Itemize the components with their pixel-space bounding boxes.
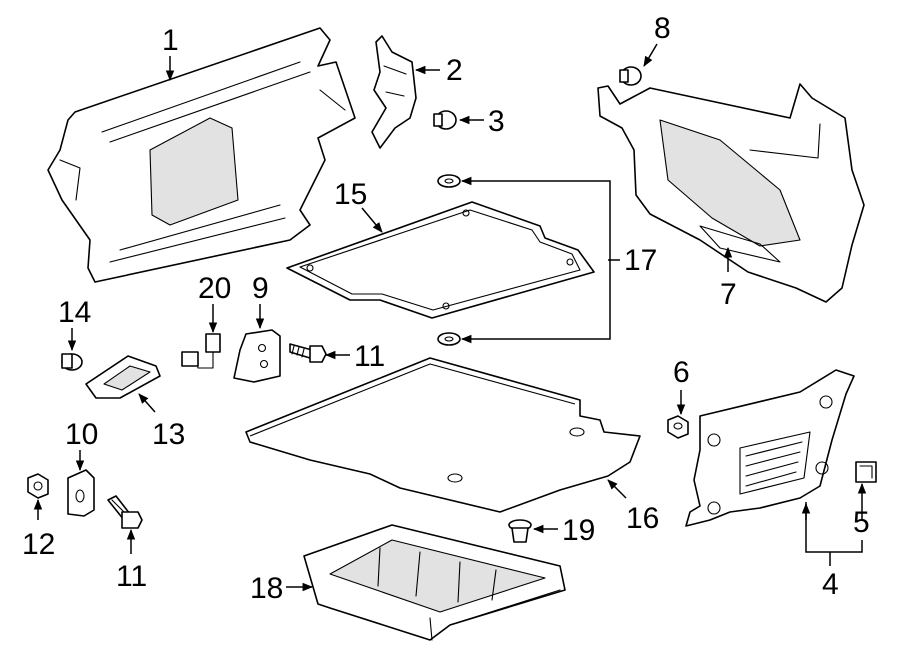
part-14-bulb <box>61 353 83 371</box>
leader-17-upper <box>460 176 611 260</box>
part-1-trunk-panel <box>47 27 356 283</box>
leader-17-lower <box>460 260 611 344</box>
callout-20: 20 <box>198 272 231 305</box>
callout-12: 12 <box>22 528 55 561</box>
part-13-lamp <box>85 355 161 399</box>
part-18-storage-tray <box>303 524 566 641</box>
part-15-floor-mat <box>286 201 595 319</box>
callout-labels: 1 2 3 4 5 6 7 8 9 10 11 11 12 13 14 15 1… <box>22 12 870 605</box>
part-8-push-pin <box>619 66 642 86</box>
callout-11-lower: 11 <box>116 560 147 593</box>
part-17-washers <box>437 174 461 346</box>
callout-8: 8 <box>654 12 671 45</box>
leader-4 <box>805 502 863 553</box>
leader-lines <box>33 43 867 592</box>
leader-15 <box>361 207 383 233</box>
part-7-side-trim-panel <box>597 83 865 303</box>
part-4-closeout-panel <box>685 369 855 527</box>
callout-15: 15 <box>334 178 367 211</box>
leader-16 <box>607 479 627 499</box>
part-11-bolt-upper <box>289 343 327 363</box>
callout-3: 3 <box>488 105 505 138</box>
part-5-clip <box>855 461 877 483</box>
callout-10: 10 <box>65 418 98 451</box>
callout-17: 17 <box>624 244 657 277</box>
callout-2: 2 <box>446 54 463 87</box>
part-11-bolt-lower <box>107 495 143 529</box>
callout-14: 14 <box>58 296 91 329</box>
part-19-plug <box>508 519 532 543</box>
part-10-bracket <box>67 469 95 517</box>
callout-7: 7 <box>720 278 737 311</box>
part-6-nut <box>667 415 689 439</box>
callout-16: 16 <box>626 502 659 535</box>
callout-5: 5 <box>853 506 870 539</box>
callout-6: 6 <box>673 356 690 389</box>
callout-1: 1 <box>162 24 179 57</box>
callout-13: 13 <box>152 418 185 451</box>
part-20-wiring-pigtail <box>181 333 221 369</box>
part-3-push-pin <box>433 110 457 130</box>
leader-13 <box>138 393 156 413</box>
part-16-load-floor <box>245 357 641 513</box>
callout-11-upper: 11 <box>354 340 385 373</box>
part-2-bracket <box>371 35 417 149</box>
callout-18: 18 <box>250 572 283 605</box>
callout-4: 4 <box>822 568 839 601</box>
part-12-nut <box>27 473 49 499</box>
leader-8 <box>643 43 658 67</box>
callout-19: 19 <box>562 514 595 547</box>
part-9-bracket <box>233 329 281 383</box>
callout-9: 9 <box>252 272 269 305</box>
